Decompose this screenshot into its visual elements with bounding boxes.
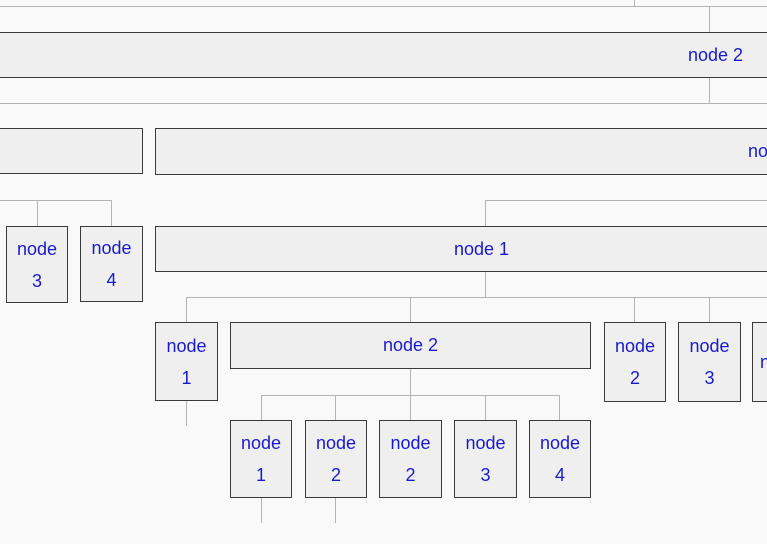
node-label: node 1: [454, 238, 510, 259]
connector: [709, 297, 710, 322]
node-label: node 2: [687, 44, 743, 65]
node-child-1[interactable]: node 1: [155, 322, 218, 401]
connector: [410, 297, 411, 322]
node-label-num: 3: [480, 465, 491, 485]
node-label-num: 1: [255, 465, 266, 485]
node-label-num: 3: [704, 368, 715, 388]
connector: [485, 395, 486, 420]
node-label-num: 4: [106, 270, 117, 290]
node-label-num: 3: [31, 270, 42, 291]
connector: [410, 369, 411, 395]
node-child-3[interactable]: node 3: [678, 322, 741, 402]
connector: [186, 297, 187, 322]
node-label-num: 2: [330, 465, 341, 485]
connector: [485, 271, 486, 297]
node-grand-2b[interactable]: node 2: [379, 420, 442, 498]
connector: [335, 498, 336, 523]
node-label-word: node: [240, 433, 282, 453]
node-label-word: node: [91, 238, 132, 258]
connector: [485, 200, 767, 201]
node-left-4[interactable]: node 4: [80, 226, 143, 302]
node-label-word: node: [390, 433, 431, 453]
connector: [186, 400, 187, 426]
connector: [261, 498, 262, 523]
connector: [709, 6, 710, 33]
connector: [634, 0, 635, 6]
node-label-num: 2: [405, 465, 416, 485]
node-label-word: node: [16, 238, 58, 259]
node-label-num: 1: [181, 367, 192, 388]
node-left-partial[interactable]: [0, 128, 143, 174]
node-right-partial[interactable]: n: [752, 322, 767, 402]
node-label-word: node: [614, 336, 656, 356]
connector: [559, 395, 560, 420]
node-child-2[interactable]: node 2: [230, 322, 591, 369]
node-label-num: 4: [554, 465, 565, 485]
node-child-2b[interactable]: node 2: [604, 322, 666, 402]
connector: [0, 200, 111, 201]
node-label: node 2: [382, 335, 439, 355]
node-grand-3[interactable]: node 3: [454, 420, 517, 498]
connector: [485, 200, 486, 227]
node-label-word: node: [166, 335, 207, 356]
node-label-num: 2: [629, 368, 640, 388]
node-label-word: n: [760, 352, 767, 372]
connector: [709, 77, 710, 103]
connector: [0, 6, 767, 7]
node-upper-1[interactable]: node 1: [155, 226, 767, 272]
connector: [634, 297, 635, 322]
connector: [335, 395, 336, 420]
connector: [111, 200, 112, 227]
node-grand-1[interactable]: node 1: [230, 420, 292, 498]
node-top-2[interactable]: node 2: [0, 32, 767, 78]
connector: [0, 103, 767, 104]
node-label-word: node: [465, 433, 506, 453]
node-label-word: node: [539, 433, 581, 453]
connector: [37, 200, 38, 227]
node-mid-partial[interactable]: no: [155, 128, 767, 175]
connector: [261, 395, 262, 420]
node-grand-2a[interactable]: node 2: [305, 420, 367, 498]
node-label-word: node: [689, 336, 730, 356]
connector: [186, 297, 767, 298]
node-left-3[interactable]: node 3: [6, 226, 68, 303]
node-label: no: [747, 141, 767, 161]
node-label-word: node: [315, 433, 357, 453]
node-grand-4[interactable]: node 4: [529, 420, 591, 498]
connector: [410, 395, 411, 420]
